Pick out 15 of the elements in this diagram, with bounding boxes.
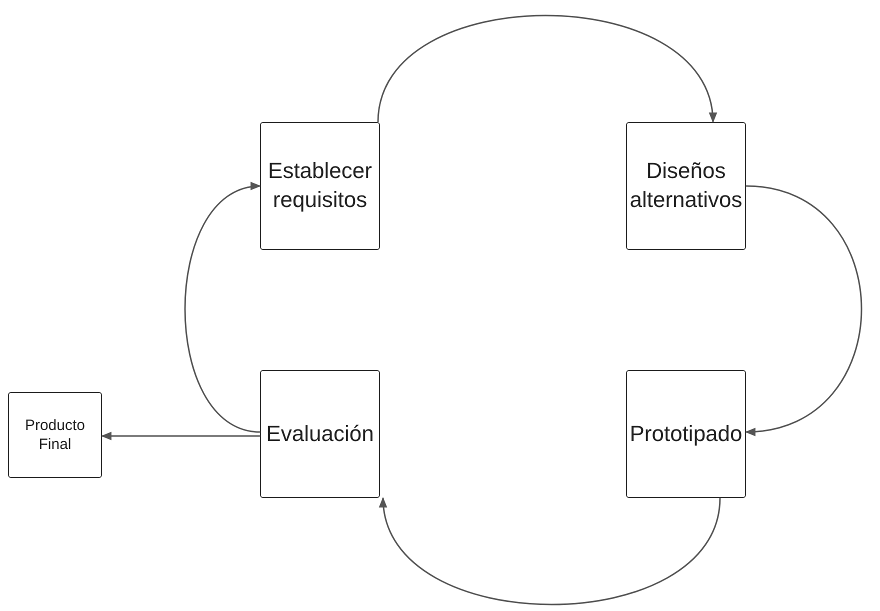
process-box xyxy=(626,122,746,250)
arrow xyxy=(377,14,716,124)
arrow xyxy=(380,496,721,606)
box-label: Evaluación xyxy=(266,420,374,448)
process-box xyxy=(626,370,746,498)
arrow xyxy=(184,184,262,433)
box-label: Producto Final xyxy=(24,416,86,454)
arrow xyxy=(744,185,862,435)
arrow xyxy=(100,432,260,440)
process-box xyxy=(8,392,102,478)
box-label: Establecer requisitos xyxy=(267,157,373,214)
box-label: Prototipado xyxy=(630,420,742,448)
process-box xyxy=(260,122,380,250)
box-label: Diseños alternativos xyxy=(628,157,744,214)
process-box xyxy=(260,370,380,498)
